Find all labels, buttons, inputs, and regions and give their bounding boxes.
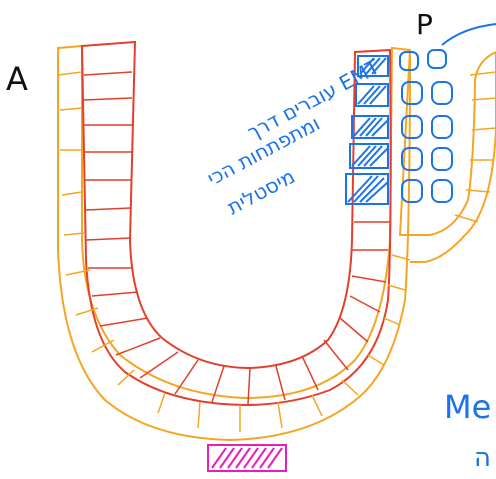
blue-rounded-cells — [399, 23, 496, 203]
hatched-blue-cells — [345, 55, 389, 205]
bottom-right-fragment2: ה — [474, 443, 491, 473]
inner-red-layer — [80, 40, 392, 407]
outer-orange-layer — [57, 44, 412, 442]
label-p: P — [416, 8, 433, 41]
bottom-right-fragment: Me — [444, 388, 491, 426]
orange-ticks — [57, 71, 496, 432]
label-a: A — [6, 60, 28, 98]
magenta-hatched-box — [207, 444, 287, 472]
red-ticks — [83, 71, 390, 405]
